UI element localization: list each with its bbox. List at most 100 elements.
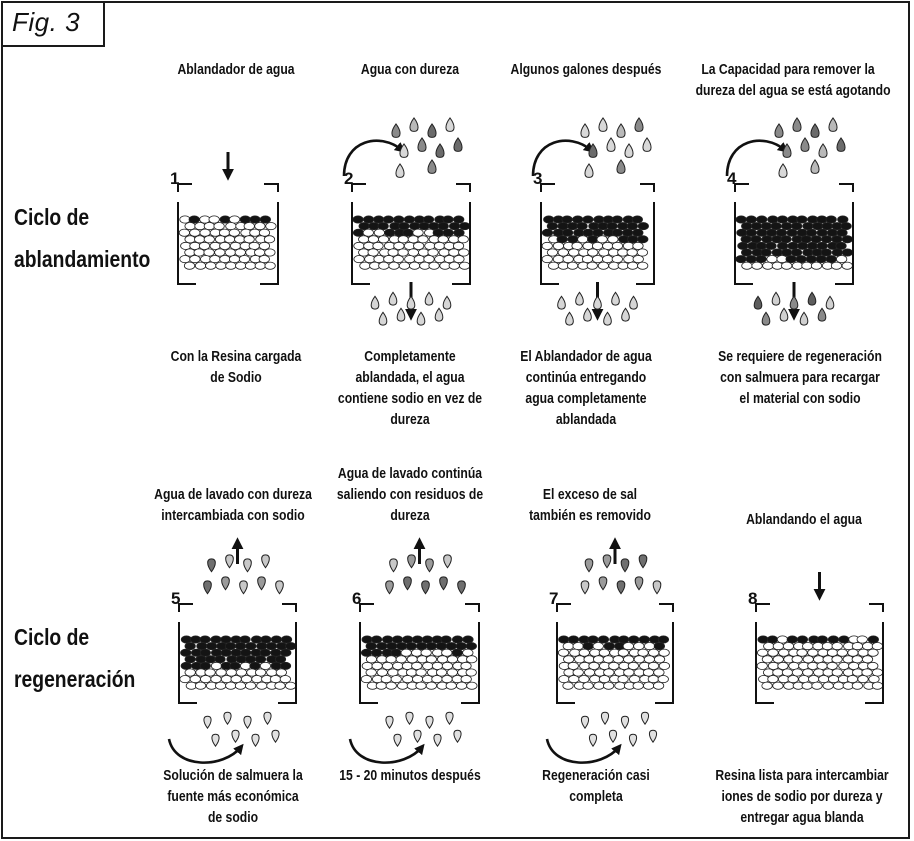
resin-bead	[627, 235, 639, 244]
resin-bead	[633, 655, 645, 664]
brine-drop-icon	[453, 729, 462, 744]
resin-bead	[796, 215, 808, 224]
hard-water-drop-icon	[800, 137, 810, 152]
resin-bead	[203, 235, 215, 244]
step-4-bottom-caption: Se requiere de regeneración con salmuera…	[718, 349, 882, 407]
resin-bead	[772, 668, 784, 677]
brine-drop-icon	[580, 715, 590, 730]
resin-bead	[576, 222, 588, 231]
resin-bead	[373, 228, 385, 237]
resin-bead	[269, 675, 282, 684]
resin-bead	[382, 215, 395, 224]
step-3-bottom-caption: El Ablandador de agua continúa entregand…	[520, 349, 652, 428]
resin-bead	[546, 248, 559, 257]
resin-bead	[557, 248, 569, 257]
tank-step-8: 8	[748, 572, 884, 704]
resin-bead	[741, 248, 753, 257]
resin-bead	[249, 661, 261, 670]
hard-water-drop-icon	[606, 137, 616, 152]
resin-bead	[376, 642, 388, 651]
hard-water-drop-icon	[634, 117, 644, 132]
waste-water-drop-icon	[243, 558, 252, 573]
inflow-curved-arrow-icon	[531, 139, 595, 177]
resin-bead	[643, 681, 655, 690]
resin-bead	[423, 255, 435, 264]
resin-bead	[786, 635, 798, 644]
resin-bead	[633, 642, 645, 651]
resin-bead	[847, 648, 859, 657]
resin-bead	[622, 642, 634, 651]
hard-water-drop-icon	[417, 137, 427, 152]
resin-bead	[383, 241, 396, 250]
step-number: 3	[533, 169, 542, 188]
tank-corner	[755, 603, 770, 612]
resin-bead	[439, 261, 451, 270]
resin-bead	[763, 642, 775, 651]
resin-bead	[796, 648, 808, 657]
tank-wall	[556, 622, 674, 704]
step-8-bottom-caption: Resina lista para intercambiar iones de …	[715, 768, 889, 826]
resin-bead	[421, 635, 433, 644]
resin-bead	[587, 248, 599, 257]
resin-bead	[608, 661, 620, 670]
resin-bead	[826, 228, 838, 237]
resin-bead	[440, 635, 452, 644]
resin-bead	[856, 635, 868, 644]
resin-bead	[631, 215, 643, 224]
resin-bead	[198, 241, 211, 250]
resin-bead	[751, 261, 763, 270]
waste-water-drop-icon	[225, 554, 234, 569]
resin-bead	[249, 215, 261, 224]
tank-corner	[456, 183, 471, 192]
hard-water-drop-icon	[391, 123, 401, 138]
resin-bead	[407, 248, 419, 257]
resin-bead	[184, 642, 196, 651]
tank-corner	[178, 603, 193, 612]
waste-water-drop-icon	[602, 554, 612, 569]
resin-bead	[265, 222, 277, 231]
resin-bead	[820, 248, 832, 257]
resin-bead	[791, 655, 803, 664]
resin-bead	[184, 222, 196, 231]
resin-bead	[419, 261, 431, 270]
resin-bead	[415, 668, 427, 677]
resin-bead	[603, 668, 615, 677]
resin-bead	[771, 248, 783, 257]
resin-bead	[258, 241, 271, 250]
resin-bead	[831, 668, 843, 677]
resin-bead	[189, 255, 201, 264]
resin-bead	[611, 255, 623, 264]
resin-bead	[781, 222, 793, 231]
resin-bead	[629, 675, 641, 684]
resin-bead	[361, 635, 373, 644]
hard-water-drop-icon	[395, 163, 405, 178]
tank-step-3: 3	[531, 139, 655, 321]
hard-water-drop-icon	[616, 159, 626, 174]
tank-corner	[264, 183, 279, 192]
resin-bead	[251, 675, 263, 684]
resin-bead	[442, 228, 454, 237]
resin-bead	[777, 241, 789, 250]
resin-bead	[466, 681, 478, 690]
tank-step-4: 4	[725, 139, 854, 321]
resin-bead	[245, 642, 257, 651]
resin-bead	[225, 681, 237, 690]
brine-inflow-arrow-icon	[167, 738, 244, 764]
resin-bead	[741, 261, 753, 270]
resin-bead	[761, 235, 773, 244]
waste-water-drop-icon	[207, 558, 216, 573]
resin-bead	[816, 241, 828, 250]
resin-bead	[397, 248, 409, 257]
resin-bead	[541, 241, 553, 250]
resin-bead	[228, 215, 241, 224]
resin-bead	[781, 261, 793, 270]
resin-bead	[821, 642, 834, 651]
tank-step-2: 2	[342, 139, 471, 321]
brine-drop-icon	[211, 733, 220, 748]
resin-bead	[411, 661, 423, 670]
resin-bead	[263, 235, 276, 244]
resin-bead	[448, 248, 460, 257]
resin-bead	[395, 655, 407, 664]
resin-bead	[400, 648, 412, 657]
resin-bead	[465, 668, 477, 677]
